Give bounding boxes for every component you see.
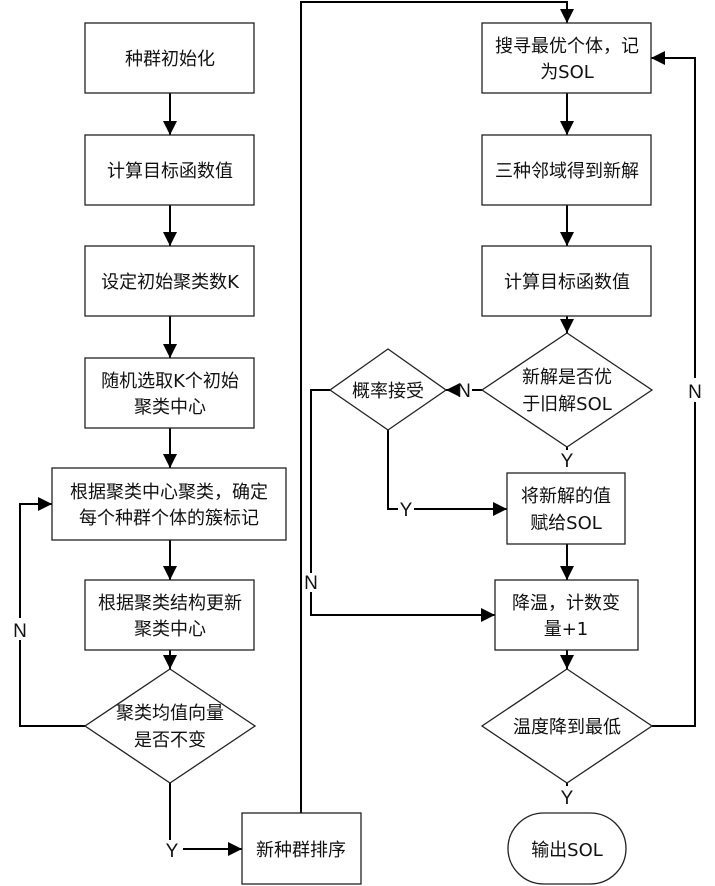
node-assign-sol-line1: 将新解的值 xyxy=(521,486,611,507)
node-update-centers-line1: 根据聚类结构更新 xyxy=(98,593,242,614)
edge-prob-n-line xyxy=(310,389,330,573)
node-calc-obj-2-text: 计算目标函数值 xyxy=(504,272,630,293)
node-select-centers-line1: 随机选取K个初始 xyxy=(101,371,239,392)
node-better-check-line2: 于旧解SOL xyxy=(522,394,612,415)
node-search-best-line2: 为SOL xyxy=(540,62,594,83)
edge-prob-y-line xyxy=(387,430,398,510)
node-search-best: 搜寻最优个体，记 为SOL xyxy=(481,22,652,94)
node-calc-obj-1-text: 计算目标函数值 xyxy=(107,161,233,182)
node-init: 种群初始化 xyxy=(84,22,255,94)
edge-check-n-loop-upper xyxy=(19,497,52,618)
label-loop-n: N xyxy=(13,621,27,642)
node-assign-clusters: 根据聚类中心聚类，确定 每个种群个体的簇标记 xyxy=(51,467,287,541)
edge-temp-n-to-search xyxy=(651,51,696,378)
node-select-centers: 随机选取K个初始 聚类中心 xyxy=(84,357,255,429)
node-assign-clusters-line2: 每个种群个体的簇标记 xyxy=(79,508,259,529)
node-neighborhood-text: 三种邻域得到新解 xyxy=(495,161,639,182)
edge-temp-n-lower xyxy=(652,402,696,727)
node-better-check-line1: 新解是否优 xyxy=(522,367,612,388)
node-cool-down-line2: 量+1 xyxy=(544,619,589,640)
node-set-k: 设定初始聚类数K xyxy=(84,245,255,317)
node-assign-clusters-line1: 根据聚类中心聚类，确定 xyxy=(70,482,268,503)
label-temp-y: Y xyxy=(561,788,574,809)
node-temp-check-text: 温度降到最低 xyxy=(513,717,621,738)
node-check-unchanged-line1: 聚类均值向量 xyxy=(116,703,224,724)
node-neighborhood: 三种邻域得到新解 xyxy=(481,134,652,206)
node-better-check: 新解是否优 于旧解SOL xyxy=(480,332,654,448)
node-prob-accept: 概率接受 xyxy=(328,348,448,431)
node-calc-obj-2: 计算目标函数值 xyxy=(481,245,652,317)
node-check-unchanged-line2: 是否不变 xyxy=(134,730,206,751)
label-prob-y: Y xyxy=(400,500,413,521)
node-cool-down: 降温，计数变 量+1 xyxy=(494,579,639,651)
node-cool-down-line1: 降温，计数变 xyxy=(512,593,620,614)
label-better-n: N xyxy=(457,381,471,402)
node-output-text: 输出SOL xyxy=(531,840,603,861)
node-assign-sol: 将新解的值 赋给SOL xyxy=(506,472,626,545)
edge-check-n-loop-lower xyxy=(19,640,85,727)
node-sort-population: 新种群排序 xyxy=(241,812,362,885)
node-sort-population-text: 新种群排序 xyxy=(256,840,346,861)
node-prob-accept-text: 概率接受 xyxy=(352,381,424,402)
edge-prob-n-to-cool xyxy=(310,592,495,622)
node-assign-sol-line2: 赋给SOL xyxy=(530,513,602,534)
node-set-k-text: 设定初始聚类数K xyxy=(101,272,240,293)
label-temp-n: N xyxy=(688,382,702,403)
node-check-unchanged: 聚类均值向量 是否不变 xyxy=(83,668,257,784)
edge-sort-to-search xyxy=(300,1,574,813)
node-temp-check: 温度降到最低 xyxy=(480,668,654,784)
label-better-y: Y xyxy=(561,451,574,472)
node-output: 输出SOL xyxy=(507,812,627,885)
label-prob-n: N xyxy=(304,573,318,594)
node-update-centers: 根据聚类结构更新 聚类中心 xyxy=(84,579,255,651)
node-update-centers-line2: 聚类中心 xyxy=(134,619,206,640)
label-unchanged-y: Y xyxy=(166,841,179,862)
node-select-centers-line2: 聚类中心 xyxy=(134,397,206,418)
node-search-best-line1: 搜寻最优个体，记 xyxy=(495,36,639,57)
edges xyxy=(19,1,696,856)
node-calc-obj-1: 计算目标函数值 xyxy=(84,134,255,206)
node-init-text: 种群初始化 xyxy=(125,49,215,70)
